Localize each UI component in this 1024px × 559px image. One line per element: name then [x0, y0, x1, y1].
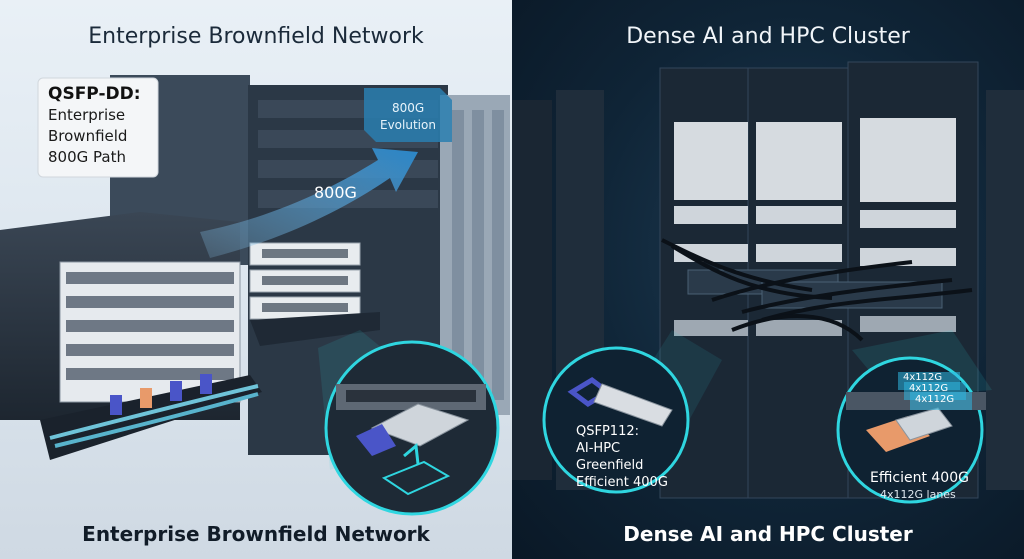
cable-bundle — [661, 238, 973, 342]
efficient-400g-magnifier — [836, 330, 992, 504]
lane-label-3: 4x112G — [915, 394, 955, 405]
enterprise-top-title: Enterprise Brownfield Network — [88, 24, 424, 49]
label-box-line2: Brownfield — [48, 127, 128, 145]
lane-label-1: 4x112G — [903, 372, 943, 383]
evolution-line2: Evolution — [380, 118, 436, 132]
evolution-line1: 800G — [392, 101, 425, 115]
ai-hpc-illustration — [512, 61, 1024, 504]
enterprise-panel: Enterprise Brownfield Network QSFP-DD: E… — [0, 0, 512, 559]
label-box-line1: Enterprise — [48, 106, 126, 124]
callout-left-line1: QSFP112: — [576, 424, 639, 439]
ai-hpc-top-title: Dense AI and HPC Cluster — [626, 24, 910, 49]
enterprise-illustration — [0, 75, 510, 516]
small-switch-stack — [249, 242, 380, 346]
enterprise-chassis — [0, 212, 262, 460]
arrow-800g-label: 800G — [314, 183, 357, 202]
evolution-arrow — [200, 148, 418, 258]
label-box — [37, 77, 159, 178]
qsfp-dd-magnifier — [318, 330, 500, 516]
ai-hpc-panel: Dense AI and HPC Cluster QSFP112: AI-HPC… — [512, 0, 1024, 559]
qsfp112-magnifier — [542, 330, 722, 494]
callout-left-line4: Efficient 400G — [576, 475, 668, 490]
lane-label-2: 4x112G — [909, 383, 949, 394]
callout-right-line2: 4x112G lanes — [880, 488, 956, 501]
callout-right-line1: Efficient 400G — [870, 470, 969, 486]
evolution-box — [364, 88, 452, 142]
callout-left-line2: AI-HPC — [576, 441, 621, 456]
enterprise-bottom-title: Enterprise Brownfield Network — [82, 522, 430, 546]
callout-left-line3: Greenfield — [576, 458, 644, 473]
label-box-heading: QSFP-DD: — [48, 84, 141, 104]
ai-hpc-bottom-title: Dense AI and HPC Cluster — [623, 522, 913, 546]
label-box-line3: 800G Path — [48, 148, 126, 166]
